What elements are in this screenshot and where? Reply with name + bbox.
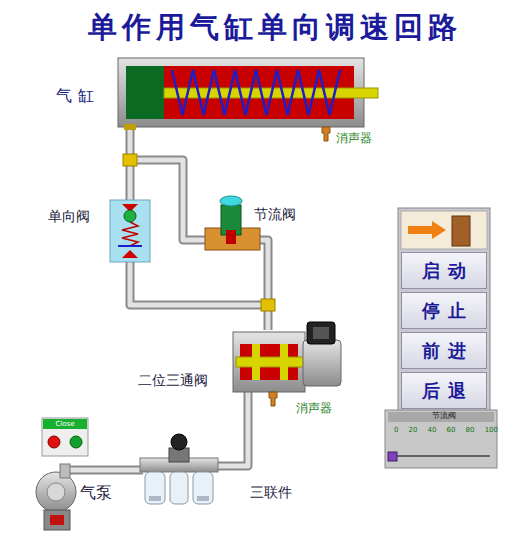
scale-number: 80 [466, 426, 475, 434]
frl-unit [140, 434, 218, 504]
slider-title: 节流阀 [386, 411, 502, 421]
scale-number: 100 [485, 426, 498, 434]
tag-text: Close [55, 420, 74, 429]
button-text: 后退 [422, 379, 474, 403]
part-label: 气缸 [56, 86, 100, 107]
part-label: 消声器 [336, 130, 372, 147]
tee-fitting [123, 154, 137, 166]
control-panel [398, 208, 490, 412]
cylinder [118, 58, 378, 141]
part-label: 三联件 [250, 484, 292, 502]
part-label: 气泵 [80, 483, 112, 504]
scale-number: 20 [409, 426, 418, 434]
button-text: 启动 [422, 259, 474, 283]
muffler [322, 127, 330, 141]
air-pump [27, 462, 76, 530]
scale-number: 0 [394, 426, 398, 434]
tee-fitting [261, 299, 275, 311]
slider-scale: 0 20 40 60 80 100 [386, 421, 502, 434]
button-text: 前进 [422, 339, 474, 363]
part-label: 节流阀 [254, 206, 296, 224]
control-button: 后退 [401, 372, 487, 409]
three-two-valve [233, 322, 341, 406]
control-button: 前进 [401, 332, 487, 369]
part-label: 单向阀 [48, 208, 90, 226]
scale-number: 60 [447, 426, 456, 434]
muffler [269, 392, 277, 406]
scale-number: 40 [428, 426, 437, 434]
part-label: 消声器 [296, 400, 332, 417]
control-button: 停止 [401, 292, 487, 329]
diagram-title: 单作用气缸单向调速回路 [88, 8, 462, 48]
switch-panel [42, 418, 88, 456]
status-tag: Close [43, 419, 87, 429]
control-button: 启动 [401, 252, 487, 289]
part-label: 二位三通阀 [138, 372, 208, 390]
slider-control: 节流阀 0 20 40 60 80 100 [386, 411, 502, 447]
check-valve [110, 200, 150, 262]
air-pipes [62, 127, 268, 470]
throttle-valve [205, 196, 260, 250]
button-text: 停止 [422, 299, 474, 323]
